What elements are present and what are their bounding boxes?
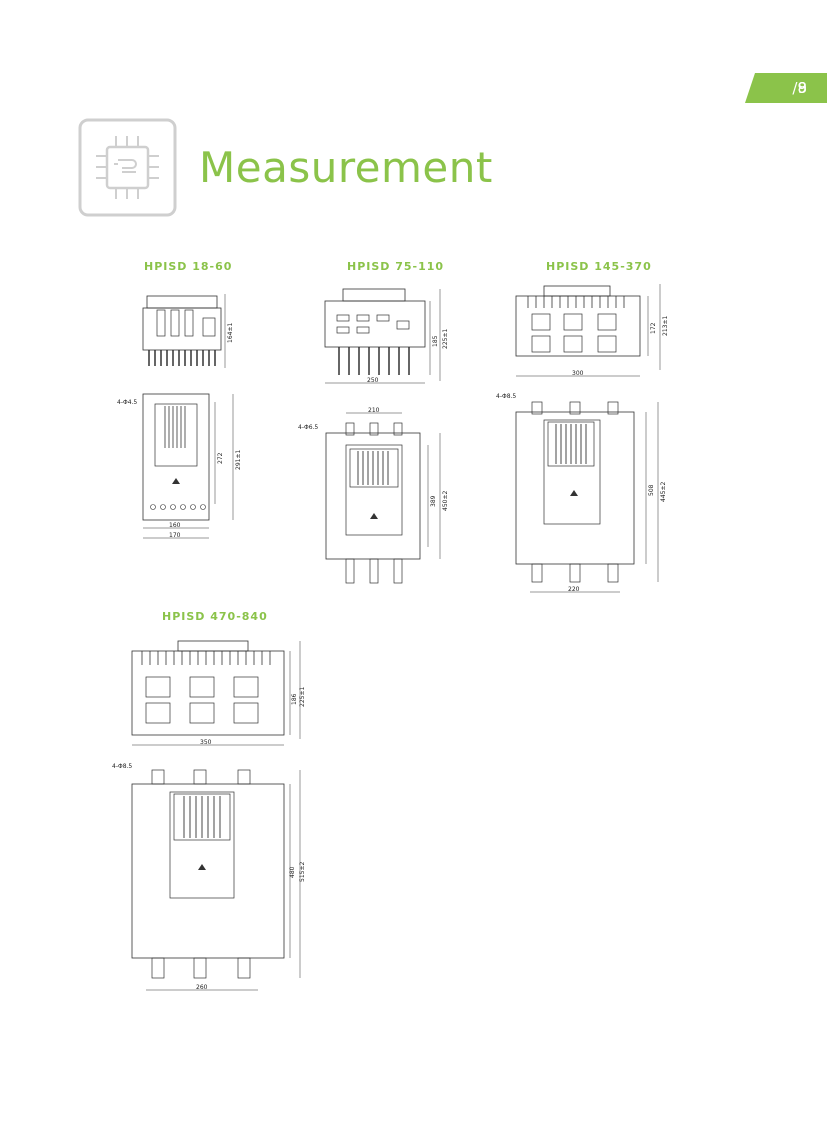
model-label-145-370: HPISD 145-370 [546,260,652,273]
dim-470-840-height-outer: 515±2 [299,862,306,882]
page-number: 8 [797,79,807,97]
dim-18-60-hole: 4-Φ4.5 [117,399,137,406]
dim-145-370-width-bottom: 220 [568,586,580,593]
dim-75-110-side-height-outer: 225±1 [442,329,449,349]
dim-470-840-width-bottom: 260 [196,984,208,991]
dim-18-60-width-outer: 170 [169,532,181,539]
dim-470-840-side-height-outer: 225±1 [299,687,306,707]
page-number-tab: 8/9 [745,73,827,103]
dim-470-840-side-width: 350 [200,739,212,746]
dim-75-110-side-height-inner: 185 [432,335,439,347]
drawing-18-60-front: 4-Φ4.5 160 170 272 291±1 [117,393,242,539]
drawing-470-840-front: 4-Φ8.5 260 480 515±2 [112,763,306,991]
model-label-75-110: HPISD 75-110 [347,260,445,273]
dim-145-370-height-outer: 445±2 [660,482,667,502]
drawing-75-110-side: 250 185 225±1 [324,288,449,384]
dim-470-840-side-height-inner: 186 [291,693,298,705]
dim-75-110-side-width: 250 [367,377,379,384]
model-label-470-840: HPISD 470-840 [162,610,268,623]
dim-75-110-height-inner: 389 [430,495,437,507]
drawing-470-840-side: 350 186 225±1 [131,640,306,746]
model-label-18-60: HPISD 18-60 [144,260,233,273]
page-title: Measurement [199,143,493,192]
page-total: /9 [792,79,807,97]
chip-icon [78,118,177,217]
dim-18-60-height-inner: 272 [217,452,224,464]
dim-18-60-width-inner: 160 [169,522,181,529]
dim-470-840-hole: 4-Φ8.5 [112,763,132,770]
drawing-75-110-front: 4-Φ6.5 210 389 450±2 [298,407,449,584]
dim-145-370-side-height-outer: 213±1 [662,316,669,336]
dim-145-370-side-height-inner: 172 [650,322,657,334]
drawing-145-370-side: 300 172 213±1 [515,284,669,377]
dim-75-110-height-outer: 450±2 [442,491,449,511]
dim-18-60-height-outer: 291±1 [235,450,242,470]
dim-18-60-side-height: 164±1 [227,323,234,343]
drawing-18-60-side: 164±1 [142,294,234,368]
dim-75-110-hole: 4-Φ6.5 [298,424,318,431]
dim-145-370-side-width: 300 [572,370,584,377]
dim-145-370-hole: 4-Φ8.5 [496,393,516,400]
dim-75-110-width-top: 210 [368,407,380,414]
drawing-145-370-front: 4-Φ8.5 220 508 445±2 [496,393,667,593]
dim-470-840-height-inner: 480 [289,866,296,878]
dim-145-370-height-inner: 508 [648,484,655,496]
